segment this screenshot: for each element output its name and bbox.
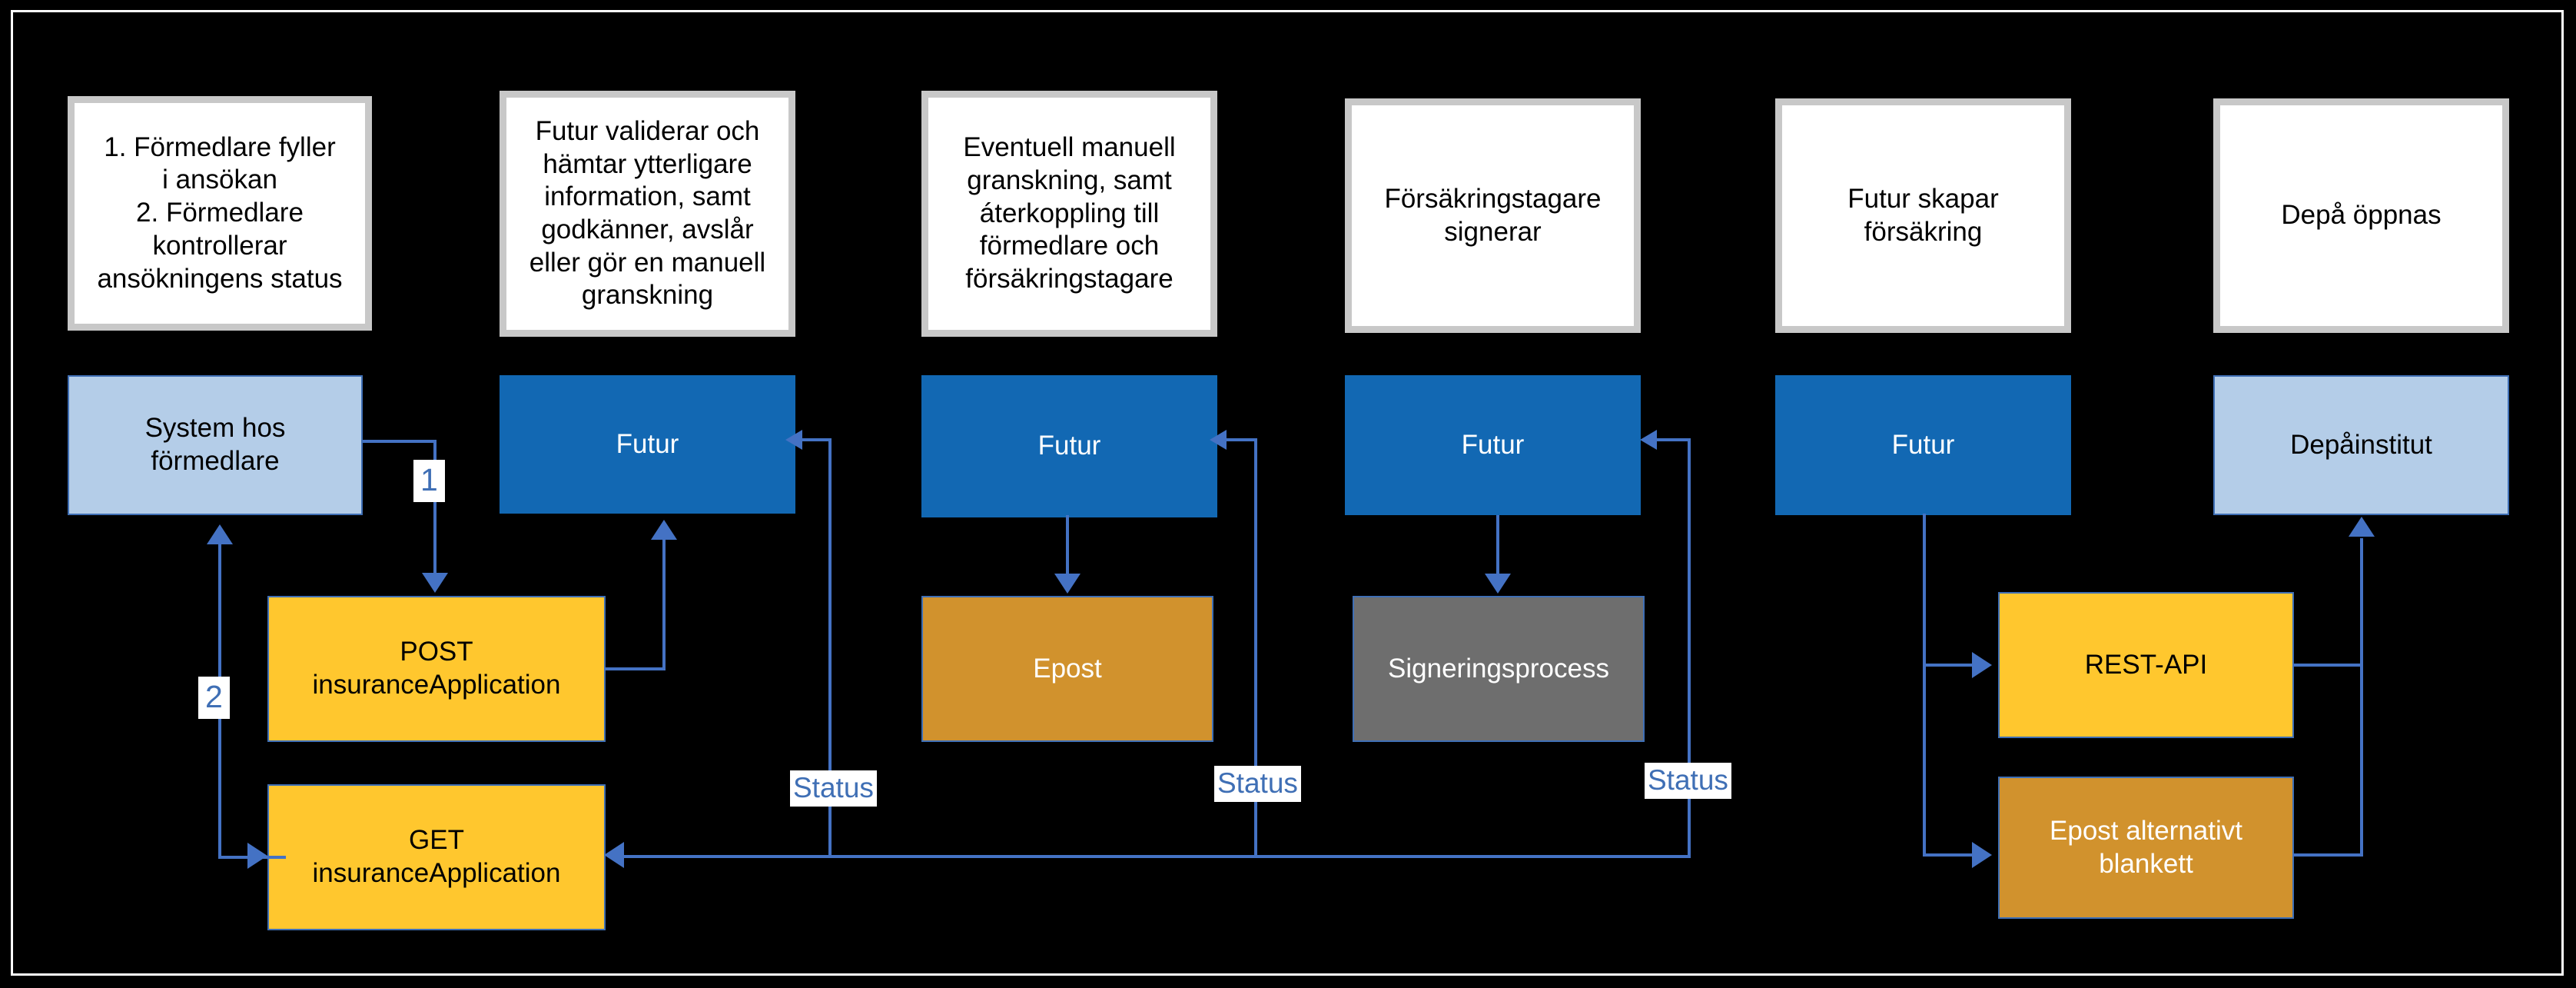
connector-restapi-to-depa-horizontal	[2292, 664, 2363, 667]
connector-blankett-to-depa-horizontal	[2292, 853, 2363, 857]
status-label-b: Status	[1214, 766, 1301, 802]
node-signeringsprocess[interactable]: Signeringsprocess	[1353, 596, 1645, 742]
note-box-3: Eventuell manuell granskning, samt áterk…	[921, 91, 1217, 337]
node-rest-api[interactable]: REST-API	[1998, 592, 2294, 738]
connector-futur-to-epost-vertical	[1066, 515, 1069, 575]
connector-futur5-to-blankett-arrowhead-right-icon	[1972, 842, 1992, 868]
status-riser-b-horizontal	[1223, 438, 1257, 441]
status-label-a: Status	[790, 770, 877, 807]
connector-label-step-1: 1	[413, 460, 445, 502]
connector-futur5-to-restapi-arrowhead-right-icon	[1972, 652, 1992, 678]
status-riser-c-arrowhead-left-icon	[1640, 430, 1657, 450]
connector-2-arrowhead-up-icon	[207, 524, 233, 544]
connector-post-to-futur-arrowhead-up-icon	[651, 520, 677, 540]
connector-futur5-to-blankett-horizontal	[1923, 853, 1978, 857]
connector-futur-to-signering-vertical	[1496, 515, 1499, 575]
status-return-bus-arrowhead-left-icon	[604, 842, 624, 868]
status-riser-a-vertical	[828, 438, 832, 857]
note-box-1: 1. Förmedlare fyller i ansökan 2. Förmed…	[68, 96, 372, 331]
connector-depa-arrowhead-up-icon	[2349, 517, 2375, 537]
node-post-insuranceapplication[interactable]: POST insuranceApplication	[267, 596, 606, 742]
connector-label-step-2: 2	[198, 677, 230, 719]
note-box-6: Depå öppnas	[2213, 98, 2509, 333]
connector-post-to-futur-horizontal	[604, 667, 666, 670]
note-box-4: Försäkringstagare signerar	[1345, 98, 1641, 333]
connector-2-arrowhead-right-icon	[247, 843, 267, 869]
status-riser-a-horizontal	[799, 438, 832, 441]
connector-futur-to-signering-arrowhead-down-icon	[1485, 574, 1511, 594]
node-get-insuranceapplication[interactable]: GET insuranceApplication	[267, 784, 606, 930]
note-box-2: Futur validerar och hämtar ytterligare i…	[500, 91, 795, 337]
status-riser-a-arrowhead-left-icon	[785, 430, 802, 450]
connector-futur5-spine-vertical	[1923, 514, 1926, 856]
node-epost-alternativt-blankett[interactable]: Epost alternativt blankett	[1998, 777, 2294, 919]
connector-futur5-to-restapi-horizontal	[1923, 664, 1978, 667]
status-label-c: Status	[1645, 763, 1731, 799]
connector-depa-riser-vertical	[2360, 538, 2363, 857]
lane-futur-2: Futur	[921, 375, 1217, 517]
status-riser-c-vertical	[1688, 438, 1691, 857]
note-box-5: Futur skapar försäkring	[1775, 98, 2071, 333]
status-return-bus-horizontal	[615, 855, 1691, 858]
lane-system-hos-formedlare: System hos förmedlare	[68, 375, 363, 515]
lane-futur-1: Futur	[500, 375, 795, 514]
status-riser-c-horizontal	[1654, 438, 1691, 441]
connector-1-vertical	[433, 440, 437, 574]
node-epost[interactable]: Epost	[921, 596, 1213, 742]
connector-1-arrowhead-down-icon	[422, 573, 448, 593]
lane-futur-4: Futur	[1775, 375, 2071, 515]
lane-depainstitut: Depåinstitut	[2213, 375, 2509, 515]
connector-futur-to-epost-arrowhead-down-icon	[1054, 574, 1081, 594]
status-riser-b-arrowhead-left-icon	[1210, 430, 1227, 450]
connector-1-horizontal	[363, 440, 437, 443]
lane-futur-3: Futur	[1345, 375, 1641, 515]
connector-post-to-futur-vertical	[662, 538, 666, 669]
status-riser-b-vertical	[1254, 438, 1257, 857]
